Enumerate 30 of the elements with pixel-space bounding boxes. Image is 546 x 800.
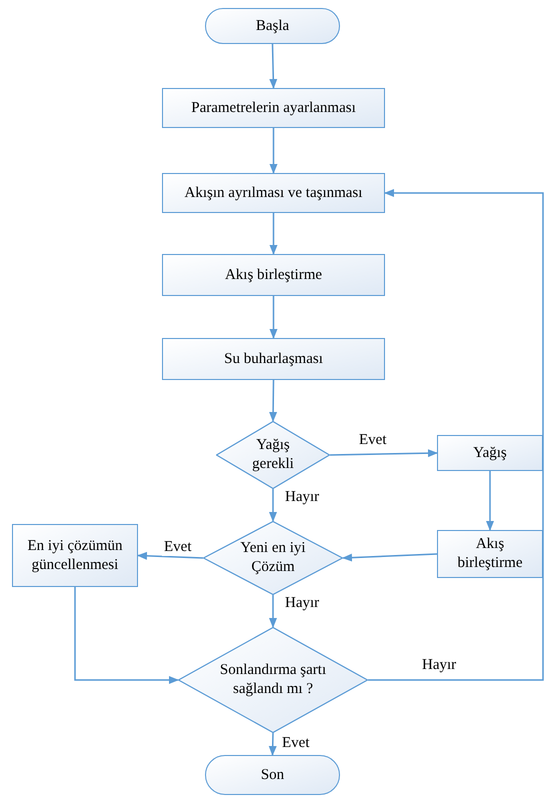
edge-label: Hayır	[420, 656, 458, 674]
decision-diamond: Yağış gerekli	[216, 421, 330, 489]
arrow	[270, 213, 278, 255]
edge-label: Hayır	[283, 594, 322, 612]
arrow	[269, 44, 278, 89]
process-box: Su buharlaşması	[162, 338, 385, 380]
process-box: Akış birleştirme	[437, 530, 543, 578]
arrow	[368, 189, 544, 681]
process-box: Akışın ayrılması ve taşınması	[162, 173, 385, 213]
arrow	[137, 552, 204, 560]
terminal-shape: Başla	[205, 8, 340, 44]
terminal-shape: Son	[205, 755, 340, 795]
arrow	[342, 553, 438, 562]
arrow	[269, 380, 278, 422]
decision-diamond: Yeni en iyi Çözüm	[203, 521, 343, 595]
arrow	[270, 296, 278, 339]
arrow	[269, 595, 277, 628]
decision-diamond: Sonlandırma şartı sağlandı mı ?	[178, 627, 368, 733]
process-box: En iyi çözümün güncellenmesi	[12, 524, 138, 587]
arrow	[486, 471, 494, 531]
arrow	[74, 587, 179, 684]
edge-label: Hayır	[283, 488, 322, 506]
edge-label: Evet	[162, 538, 194, 556]
process-box: Yağış	[437, 435, 543, 471]
arrow	[330, 449, 438, 458]
arrow	[270, 128, 278, 174]
process-box: Akış birleştirme	[162, 254, 385, 296]
arrow	[269, 489, 277, 522]
process-box: Parametrelerin ayarlanması	[162, 88, 385, 128]
arrow	[268, 732, 277, 756]
